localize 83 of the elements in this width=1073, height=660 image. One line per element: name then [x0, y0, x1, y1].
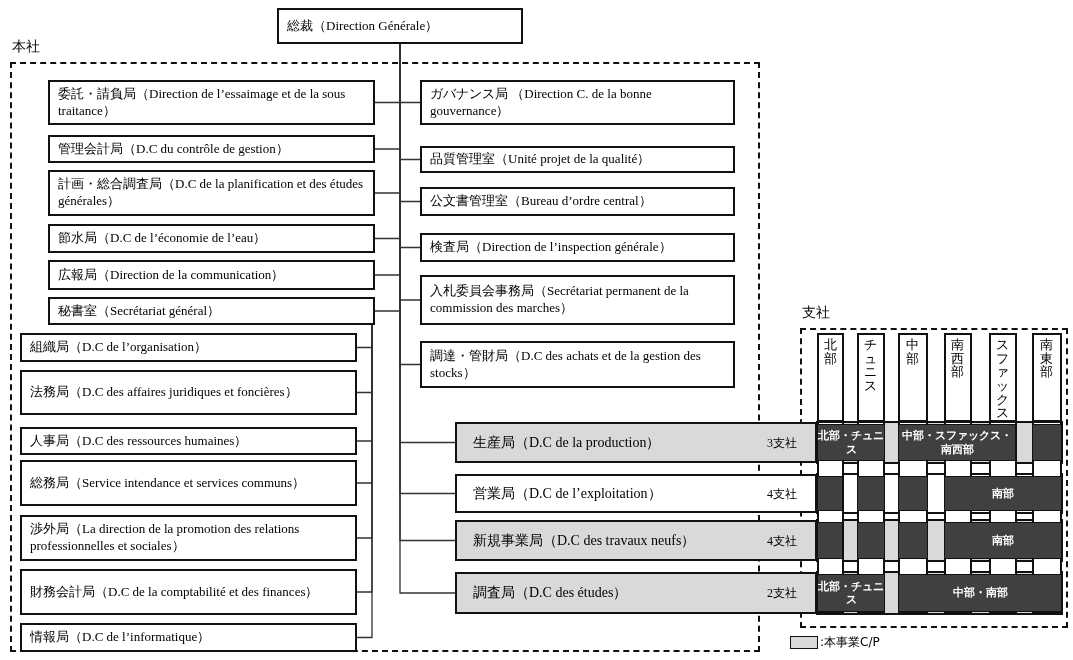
department-box: [20, 427, 357, 455]
block-label: 北部・チュニス: [818, 579, 884, 607]
department-box: [20, 569, 357, 615]
department-label: 総務局（Service intendance et services communs）: [30, 474, 306, 492]
column-header-label: 北部: [823, 338, 838, 366]
department-box: [48, 135, 375, 163]
column-header-box: [898, 333, 928, 422]
department-box: [48, 297, 375, 325]
coverage-block: [898, 574, 1062, 612]
coverage-block: [817, 476, 843, 511]
department-label: 調達・管財局（D.C des achats et de la gestion des stocks）: [430, 347, 702, 382]
department-box: [48, 80, 375, 125]
column-header-box: [989, 333, 1017, 422]
department-box: [20, 460, 357, 506]
department-label: 調査局（D.C des études）: [473, 584, 628, 602]
department-box: [420, 341, 735, 388]
department-bar: [455, 520, 817, 561]
department-label: 公文書管理室（Bureau d’ordre central）: [430, 193, 652, 210]
department-label: 営業局（D.C de l’exploitation）: [473, 484, 662, 503]
department-box: [420, 275, 735, 325]
department-label: 情報局（D.C de l’informatique）: [30, 629, 211, 646]
column-header-label: 中部: [906, 338, 920, 366]
department-box: [420, 146, 735, 173]
group-title: 支社: [802, 304, 830, 322]
department-label: ガバナンス局 （Direction C. de la bonne gouvernance）: [430, 85, 653, 120]
department-box: [20, 333, 357, 362]
coverage-block: [1032, 424, 1062, 461]
department-box: [420, 80, 735, 125]
department-label: 広報局（Direction de la communication）: [58, 266, 285, 284]
department-label: 組織局（D.C de l’organisation）: [30, 339, 208, 356]
department-label: 法務局（D.C des affaires juridiques et foncières）: [30, 384, 298, 401]
column-header-box: [857, 333, 885, 422]
department-box: [48, 170, 375, 216]
coverage-block: [857, 522, 885, 559]
branch-count: 3支社: [767, 434, 797, 451]
branch-count: 2支社: [767, 584, 797, 602]
group-title: 本社: [12, 38, 40, 56]
legend-label: :本事業C/P: [820, 634, 880, 651]
column-header-label: 南東部: [1040, 338, 1054, 379]
department-label: 委託・請負局（Direction de l’essaimage et de la sous traitance）: [58, 85, 347, 120]
block-label: 南部: [992, 533, 1014, 548]
column-header-box: [944, 333, 972, 422]
department-box: [420, 187, 735, 216]
department-label: 品質管理室（Unité projet de la qualité）: [430, 151, 651, 168]
department-label: 節水局（D.C de l’économie de l’eau）: [58, 230, 267, 247]
column-header-box: [1032, 333, 1062, 422]
department-box: [20, 623, 357, 652]
branch-count: 4支社: [767, 532, 797, 549]
department-label: 人事局（D.C des ressources humaines）: [30, 432, 248, 450]
coverage-block: [944, 522, 1062, 559]
department-box: [48, 260, 375, 290]
department-label: 新規事業局（D.C des travaux neufs）: [473, 531, 696, 550]
coverage-block: [898, 522, 928, 559]
coverage-block: [898, 476, 928, 511]
department-bar: [455, 572, 817, 614]
block-label: 南部: [992, 486, 1014, 501]
branch-count: 4支社: [767, 485, 797, 502]
department-label: 総裁（Direction Générale）: [287, 17, 439, 35]
department-box: [48, 224, 375, 253]
column-header-box: [817, 333, 844, 422]
department-box: [20, 370, 357, 415]
department-box: [420, 233, 735, 262]
block-label: 中部・スファックス・南西部: [901, 429, 1013, 456]
block-label: 北部・チュニス: [818, 429, 884, 456]
department-label: 渉外局（La direction de la promotion des relations professionnelles et sociales）: [30, 521, 301, 555]
department-box: [277, 8, 523, 44]
coverage-block: [817, 522, 843, 559]
department-label: 計画・総合調査局（D.C de la planification et des études générales）: [58, 176, 365, 210]
coverage-block: [944, 476, 1062, 511]
department-label: 入札委員会事務局（Secrétariat permanent de la commission des marches）: [430, 283, 690, 317]
column-header-label: 南西部: [951, 338, 965, 379]
department-label: 秘書室（Secrétariat général）: [58, 302, 221, 320]
department-label: 財務会計局（D.C de la comptabilité et des finances）: [30, 583, 319, 601]
department-box: [20, 515, 357, 561]
column-header-label: スファックス: [996, 338, 1010, 420]
department-bar: [455, 474, 817, 513]
department-label: 検査局（Direction de l’inspection générale）: [430, 239, 672, 256]
block-label: 中部・南部: [952, 586, 1008, 600]
department-bar: [455, 422, 817, 463]
column-header-label: チュニス: [864, 338, 878, 393]
coverage-block: [857, 476, 885, 511]
department-label: 生産局（D.C de la production）: [473, 433, 661, 452]
department-label: 管理会計局（D.C du contrôle de gestion）: [58, 140, 289, 158]
